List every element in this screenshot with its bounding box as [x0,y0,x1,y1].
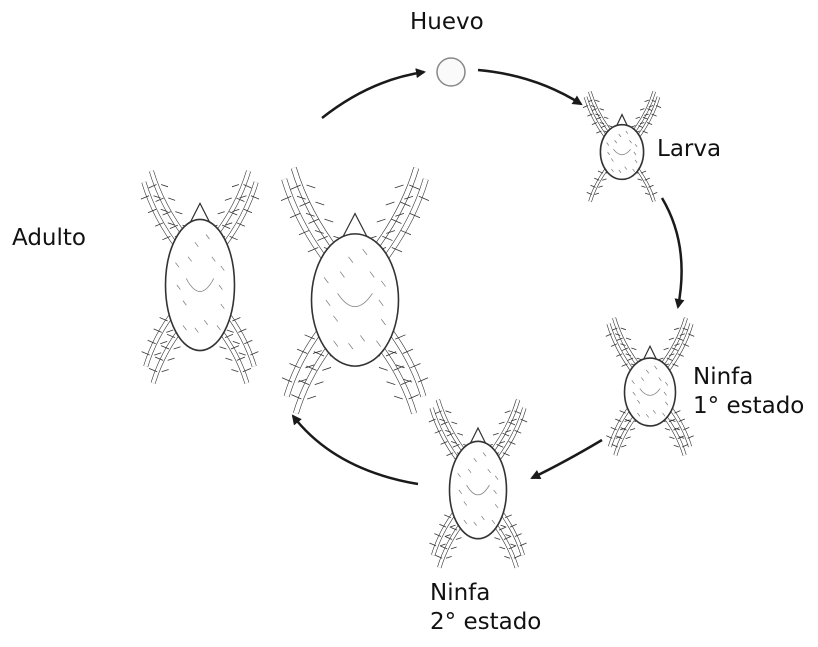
larva-mite [583,92,661,202]
arrow-nymph1-to-nymph2 [532,440,602,478]
label-nymph-2-line1: Ninfa [430,579,541,608]
label-larva: Larva [657,135,721,164]
adult-male-mite [141,171,259,383]
label-adult: Adulto [12,224,86,253]
egg-icon [437,58,465,86]
arrow-adult-to-egg [322,72,424,118]
label-nymph-1-line1: Ninfa [693,363,804,392]
adult-female-mite [281,168,429,413]
arrow-nymph2-to-adult [293,416,418,484]
label-nymph-1: Ninfa 1° estado [693,363,804,421]
label-nymph-2-line2: 2° estado [430,608,541,637]
label-egg: Huevo [410,8,484,37]
label-nymph-1-line2: 1° estado [693,392,804,421]
nymph-2-mite [429,400,527,568]
arrow-larva-to-nymph1 [662,198,682,307]
nymph-1-mite [606,318,694,455]
label-nymph-2: Ninfa 2° estado [430,579,541,637]
arrow-egg-to-larva [478,70,581,104]
